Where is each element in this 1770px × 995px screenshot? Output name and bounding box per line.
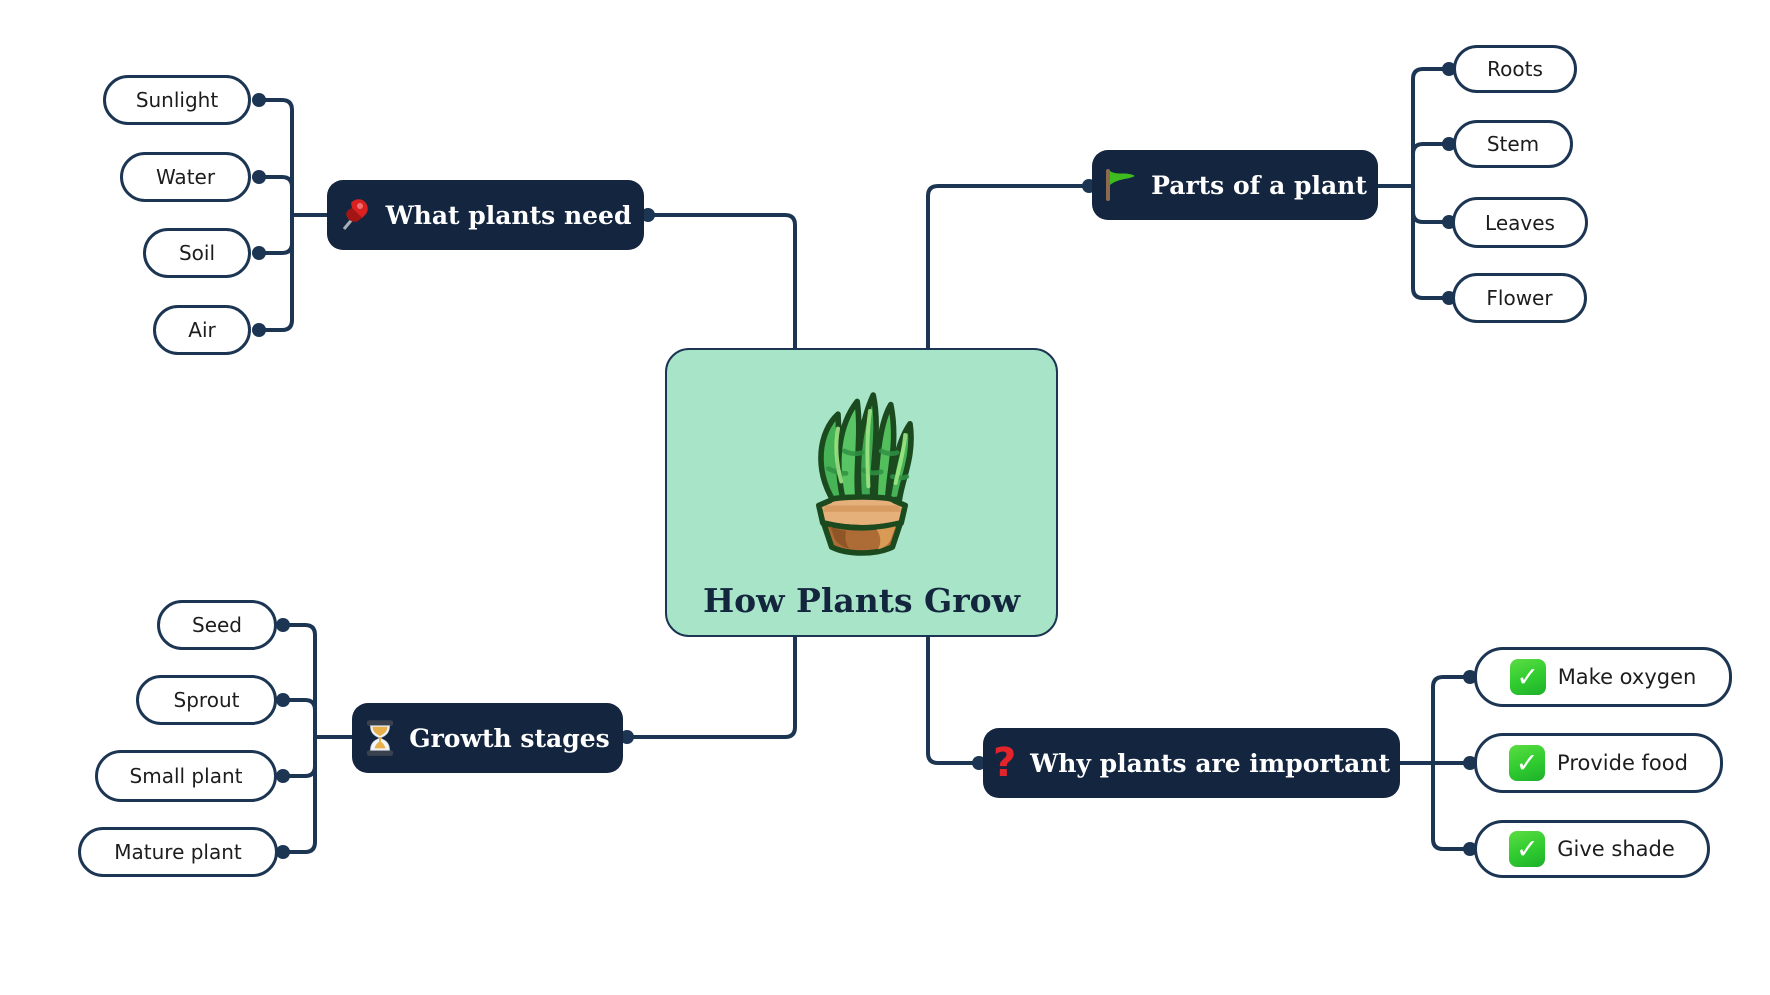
child-provide-food[interactable]: ✓ Provide food — [1474, 733, 1723, 793]
child-air[interactable]: Air — [153, 305, 251, 355]
child-label: Make oxygen — [1557, 664, 1697, 689]
hourglass-icon — [365, 720, 395, 756]
check-icon: ✓ — [1509, 831, 1546, 867]
branch-growth-stages[interactable]: Growth stages — [352, 703, 623, 773]
child-water[interactable]: Water — [120, 152, 251, 202]
branch-what-plants-need[interactable]: What plants need — [327, 180, 644, 250]
potted-plant-illustration — [798, 374, 926, 564]
branch-label: Why plants are important — [1030, 748, 1391, 778]
child-sprout[interactable]: Sprout — [136, 675, 277, 725]
branch-label: Parts of a plant — [1151, 170, 1367, 200]
child-give-shade[interactable]: ✓ Give shade — [1474, 820, 1710, 878]
check-icon: ✓ — [1509, 659, 1546, 695]
child-small-plant[interactable]: Small plant — [95, 750, 277, 802]
branch-parts-of-a-plant[interactable]: Parts of a plant — [1092, 150, 1378, 220]
central-topic-node[interactable]: How Plants Grow — [665, 348, 1058, 637]
child-label: Provide food — [1557, 750, 1688, 775]
child-stem[interactable]: Stem — [1453, 120, 1573, 168]
child-label: Mature plant — [114, 840, 242, 864]
child-label: Roots — [1487, 57, 1543, 81]
child-seed[interactable]: Seed — [157, 600, 277, 650]
child-label: Soil — [178, 241, 216, 265]
child-label: Stem — [1486, 132, 1540, 156]
child-label: Give shade — [1557, 836, 1675, 861]
red-question-icon: ? — [992, 740, 1017, 786]
child-label: Water — [155, 165, 216, 189]
child-label: Seed — [192, 613, 242, 637]
green-flag-icon — [1103, 167, 1137, 203]
branch-label: Growth stages — [409, 723, 610, 753]
child-roots[interactable]: Roots — [1453, 45, 1577, 93]
branch-label: What plants need — [385, 200, 632, 230]
pushpin-icon — [340, 198, 372, 232]
child-label: Sunlight — [135, 88, 219, 112]
child-label: Leaves — [1485, 210, 1555, 235]
child-sunlight[interactable]: Sunlight — [103, 75, 251, 125]
child-label: Air — [188, 318, 216, 342]
child-label: Sprout — [173, 688, 240, 712]
child-leaves[interactable]: Leaves — [1452, 197, 1588, 248]
branch-why-plants-are-important[interactable]: ? Why plants are important — [983, 728, 1400, 798]
child-flower[interactable]: Flower — [1452, 273, 1587, 323]
central-topic-title: How Plants Grow — [702, 581, 1021, 620]
child-mature-plant[interactable]: Mature plant — [78, 827, 278, 877]
child-label: Small plant — [129, 764, 243, 788]
child-make-oxygen[interactable]: ✓ Make oxygen — [1474, 647, 1732, 707]
check-icon: ✓ — [1509, 745, 1546, 781]
child-label: Flower — [1486, 286, 1553, 310]
child-soil[interactable]: Soil — [143, 228, 251, 278]
